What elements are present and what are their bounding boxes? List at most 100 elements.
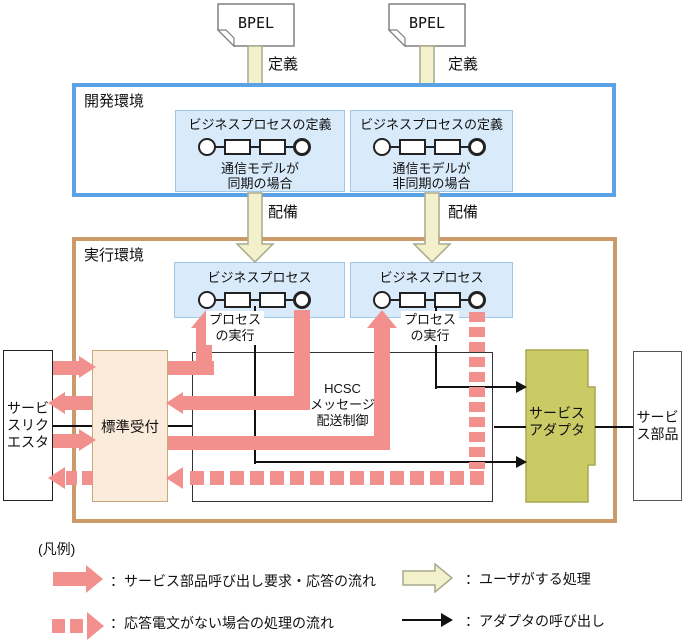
service-adapter-line-1: サービス [529, 405, 585, 421]
flow-noresponse-dashed-vertical [469, 312, 485, 469]
connector-line [168, 425, 192, 427]
legend-dashed-pink-arrowhead-icon [87, 612, 104, 640]
service-requester-line-3: エスタ [7, 434, 49, 450]
bp-definition-caption-1: 通信モデルが [220, 161, 299, 176]
process-chain-icon [373, 138, 486, 156]
bpel-document-icon [217, 3, 295, 47]
define-label: 定義 [448, 56, 479, 73]
hcsc-line-2: メッセージ [310, 397, 375, 412]
bp-definition-caption-1: 通信モデルが [392, 161, 471, 176]
hcsc-line-3: 配送制御 [316, 413, 369, 428]
chain-connector [250, 299, 260, 301]
bpel-label: BPEL [237, 14, 275, 32]
service-adapter-label: サービス アダプタ [526, 405, 588, 439]
flow-request-arrow [53, 434, 79, 448]
process-chain-icon [373, 291, 486, 309]
flow-request-arrowhead [79, 429, 96, 451]
define-label: 定義 [268, 56, 299, 73]
chain-connector [390, 146, 400, 148]
process-step-node [259, 292, 286, 308]
process-start-node [373, 291, 391, 309]
standard-reception-label: 標準受付 [101, 419, 159, 436]
deploy-label: 配備 [268, 204, 299, 221]
process-step-node [259, 139, 286, 155]
process-chain-icon [198, 138, 311, 156]
adapter-call-line-async [435, 306, 437, 389]
process-chain-icon [198, 291, 311, 309]
process-end-node [468, 138, 486, 156]
service-requester-line-2: スリク [7, 417, 49, 433]
adapter-call-line-sync [254, 461, 516, 463]
hcsc-line-1: HCSC [324, 381, 361, 396]
service-adapter-line-2: アダプタ [529, 422, 585, 438]
process-exec-label-async: プロセス の実行 [401, 311, 459, 345]
process-start-node [198, 291, 216, 309]
legend-user-action-label: ：ユーザがする処理 [465, 571, 591, 587]
legend-dashed-pink-arrow-icon [52, 619, 65, 633]
legend-no-response-label: ：応答電文がない場合の処理の流れ [110, 615, 334, 631]
service-component-box: サービ ス部品 [633, 351, 682, 501]
process-start-node [198, 138, 216, 156]
business-process-async-box: ビジネスプロセス [350, 262, 513, 318]
bpel-label: BPEL [408, 14, 446, 32]
service-adapter-shape [525, 349, 596, 503]
bp-definition-title: ビジネスプロセスの定義 [188, 117, 332, 132]
chain-connector [215, 299, 225, 301]
bpel-document-icon [388, 3, 466, 47]
deploy-label: 配備 [448, 204, 479, 221]
process-end-node [293, 138, 311, 156]
process-exec-line-2: の実行 [410, 328, 450, 343]
process-step-node [224, 139, 251, 155]
legend-request-response-label: ：サービス部品呼び出し要求・応答の流れ [110, 573, 376, 589]
chain-connector [285, 299, 294, 301]
legend-title: (凡例) [38, 541, 76, 557]
service-component-line-1: サービ [636, 409, 679, 425]
chain-connector [215, 146, 225, 148]
flow-noresponse-dashed [66, 471, 93, 485]
chain-connector [285, 146, 294, 148]
flow-to-async-bp [168, 436, 390, 450]
execution-environment-title: 実行環境 [84, 247, 145, 264]
service-requester-box: サービ スリク エスタ [3, 350, 53, 501]
process-step-node [399, 139, 426, 155]
flow-request-arrow [53, 361, 79, 375]
flow-noresponse-arrowhead [166, 467, 183, 489]
flow-to-async-bp [374, 328, 390, 450]
legend-black-arrowhead-icon [441, 613, 453, 627]
legend-black-arrow-icon [402, 619, 442, 621]
service-requester-line-1: サービ [7, 400, 49, 416]
connector-line [494, 426, 526, 428]
adapter-call-arrowhead [516, 456, 527, 468]
bp-definition-title: ビジネスプロセスの定義 [359, 117, 503, 132]
service-component-line-2: ス部品 [636, 426, 679, 442]
chain-connector [390, 299, 400, 301]
legend-dashed-pink-arrow-icon [70, 619, 83, 633]
process-exec-line-2: の実行 [215, 328, 255, 343]
connector-line [595, 426, 633, 428]
standard-reception-box: 標準受付 [92, 350, 168, 502]
legend-solid-pink-arrowhead-icon [86, 565, 103, 593]
legend-solid-pink-arrow-icon [53, 572, 86, 586]
flow-noresponse-dashed-horizontal [190, 471, 486, 485]
chain-connector [250, 146, 260, 148]
process-end-node [468, 291, 486, 309]
adapter-call-line-sync [254, 306, 256, 464]
flow-request-arrowhead [79, 356, 96, 378]
process-start-node [373, 138, 391, 156]
connector-line [53, 425, 92, 427]
deploy-arrow-icon [412, 192, 452, 263]
flow-from-sync-bp-arrowhead [166, 392, 183, 414]
business-process-title: ビジネスプロセス [379, 270, 484, 285]
process-exec-line-1: プロセス [208, 312, 261, 327]
flow-from-sync-bp [183, 396, 310, 410]
deploy-arrow-icon [235, 192, 275, 263]
chain-connector [460, 299, 469, 301]
chain-connector [460, 146, 469, 148]
development-environment-title: 開発環境 [84, 93, 145, 110]
flow-noresponse-arrowhead [48, 467, 65, 489]
chain-connector [425, 146, 435, 148]
business-process-title: ビジネスプロセス [207, 270, 312, 285]
flow-to-async-bp-arrowhead [367, 310, 397, 328]
flow-from-sync-bp [294, 310, 310, 410]
